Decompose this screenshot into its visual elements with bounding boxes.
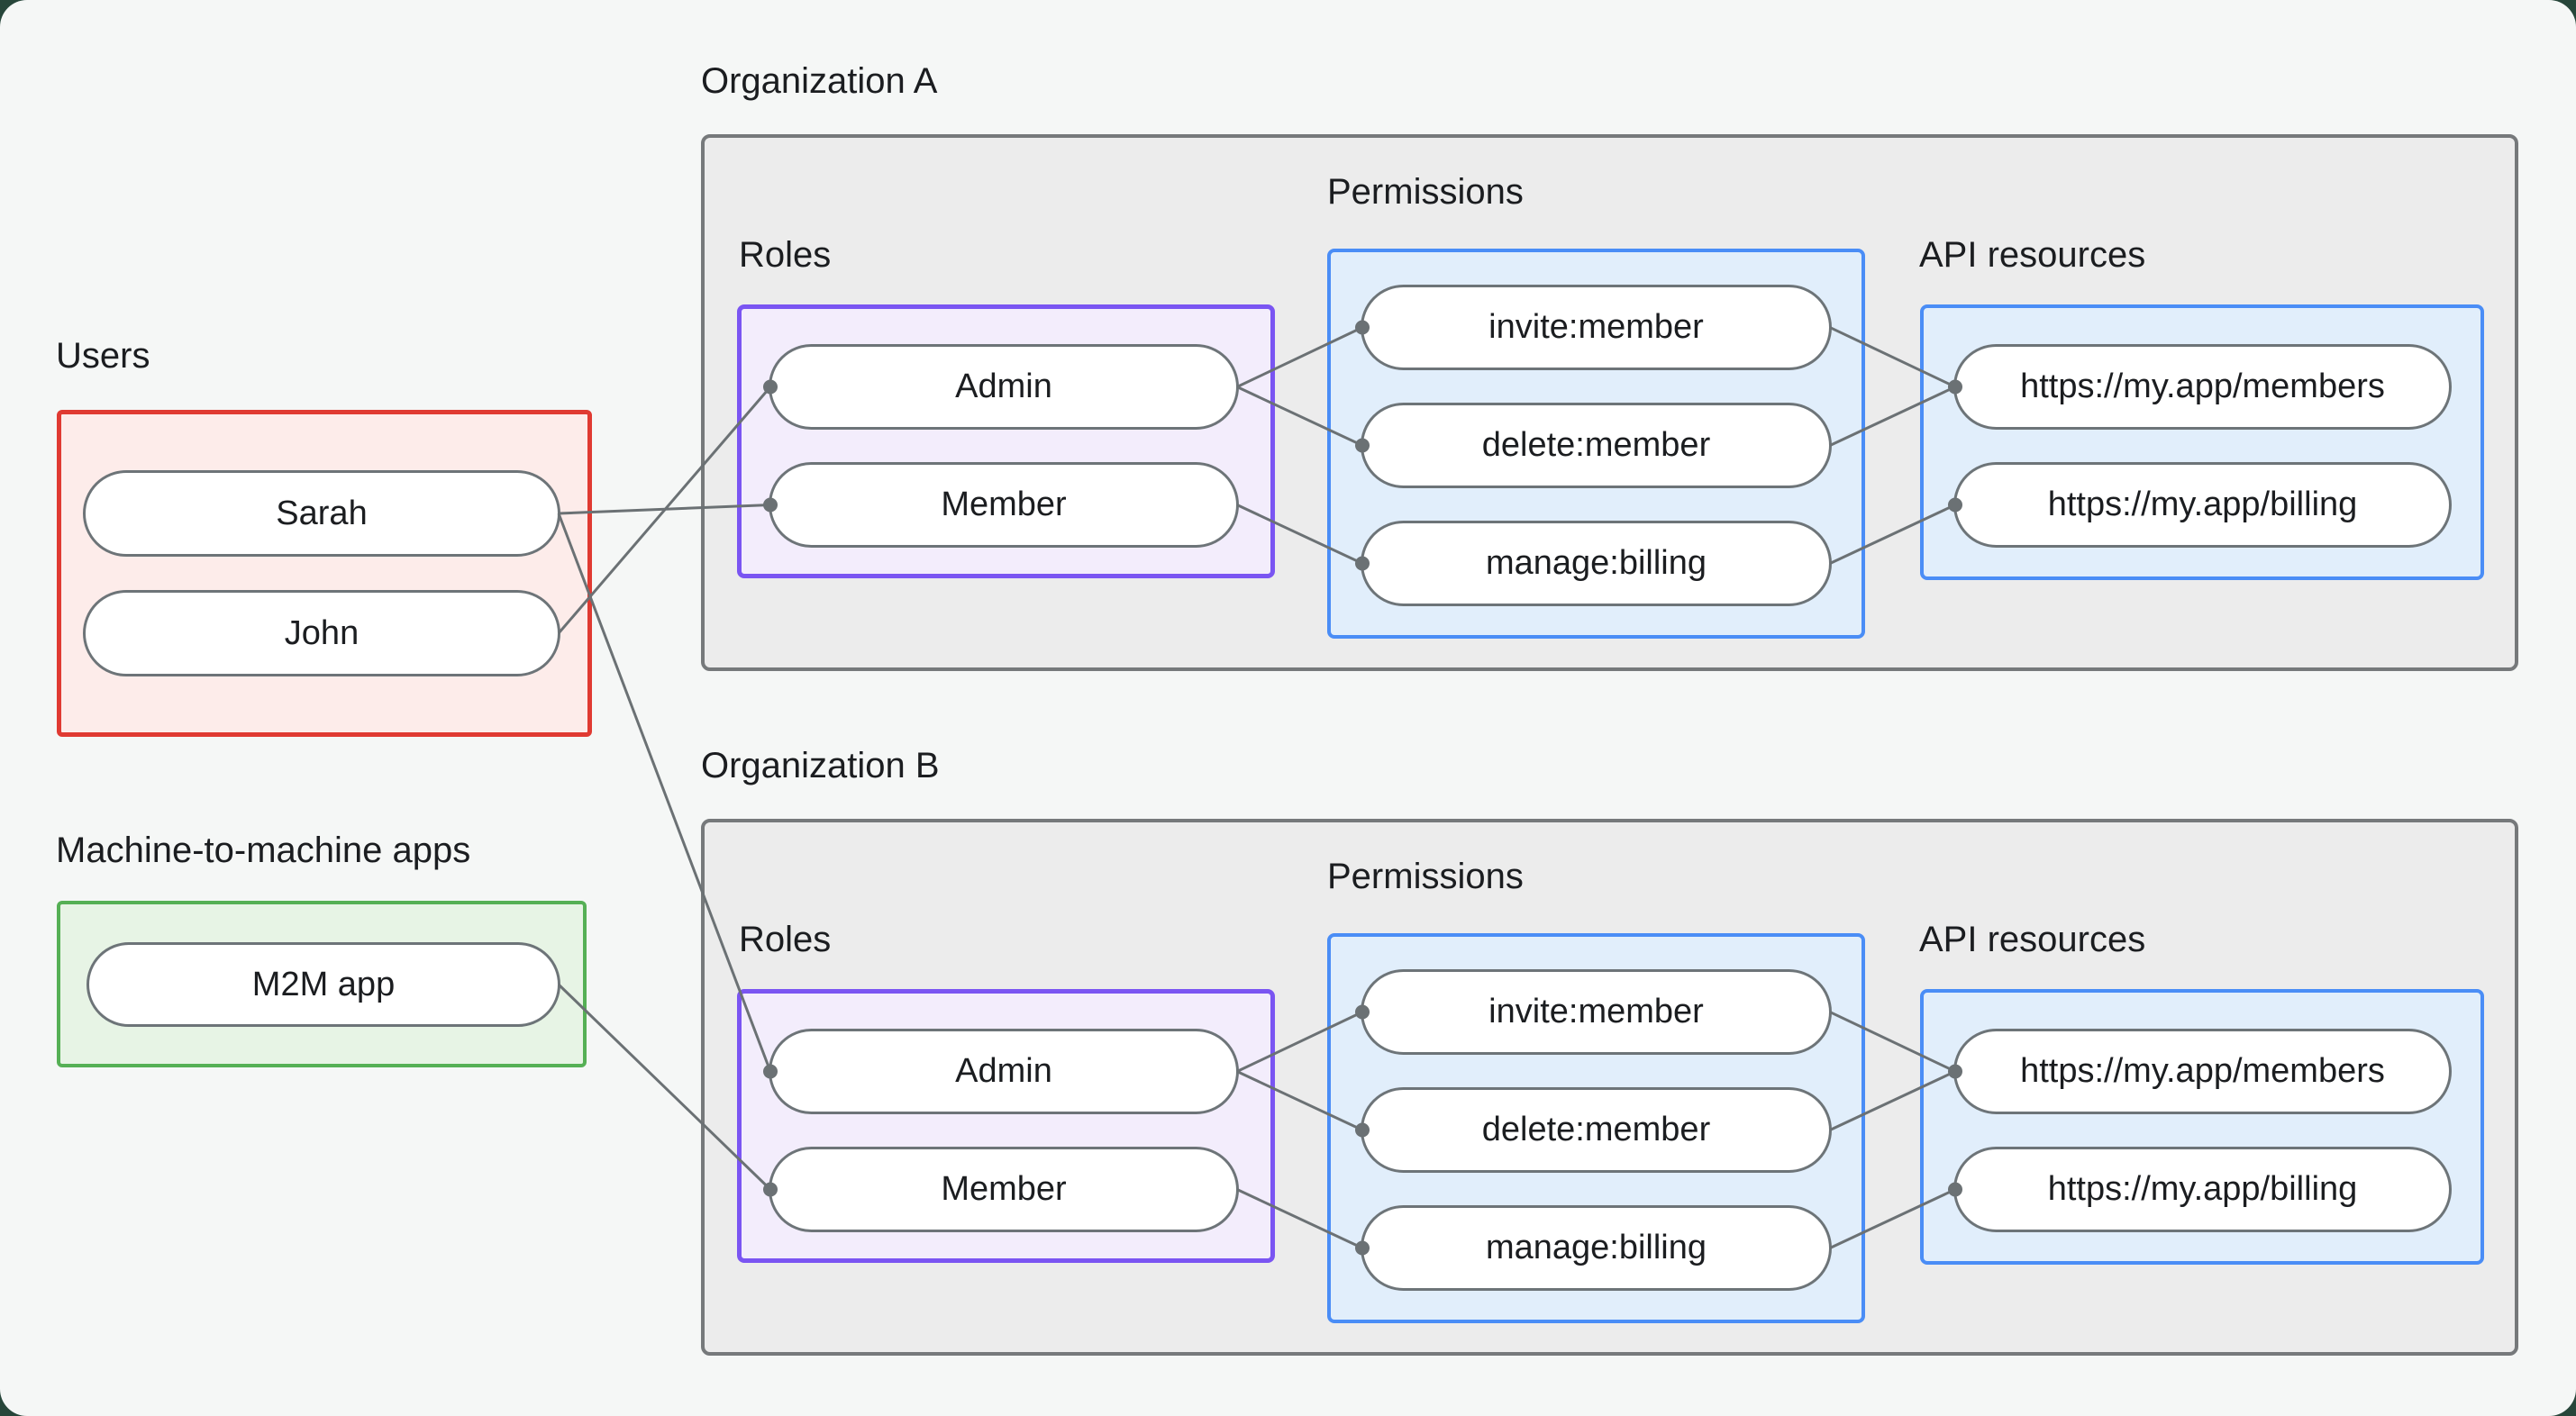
org-b-permission-invite-member: invite:member [1361, 969, 1832, 1055]
users-group-box [57, 410, 592, 737]
user-node-john: John [83, 590, 560, 676]
org-b-role-admin: Admin [769, 1029, 1239, 1114]
org-b-api-resources-label: API resources [1919, 920, 2146, 959]
users-section-title: Users [56, 336, 150, 376]
org-a-permission-invite-member: invite:member [1361, 285, 1832, 370]
org-b-api-billing-url: https://my.app/billing [1953, 1147, 2452, 1232]
org-a-api-resources-label: API resources [1919, 235, 2146, 275]
org-a-role-admin: Admin [769, 344, 1239, 430]
user-node-sarah: Sarah [83, 470, 560, 557]
org-a-title: Organization A [701, 61, 938, 101]
org-a-api-billing-url: https://my.app/billing [1953, 462, 2452, 548]
org-a-role-member: Member [769, 462, 1239, 548]
org-a-permission-delete-member: delete:member [1361, 403, 1832, 488]
org-a-api-members-url: https://my.app/members [1953, 344, 2452, 430]
org-a-roles-label: Roles [739, 235, 832, 275]
org-b-permissions-label: Permissions [1327, 857, 1524, 896]
org-b-title: Organization B [701, 746, 940, 785]
org-a-permission-manage-billing: manage:billing [1361, 521, 1832, 606]
org-b-permission-manage-billing: manage:billing [1361, 1205, 1832, 1291]
org-b-role-member: Member [769, 1147, 1239, 1232]
m2m-app-node: M2M app [86, 942, 560, 1027]
org-b-api-members-url: https://my.app/members [1953, 1029, 2452, 1114]
org-b-roles-label: Roles [739, 920, 832, 959]
org-b-permission-delete-member: delete:member [1361, 1087, 1832, 1173]
m2m-section-title: Machine-to-machine apps [56, 831, 471, 870]
org-a-permissions-label: Permissions [1327, 172, 1524, 212]
